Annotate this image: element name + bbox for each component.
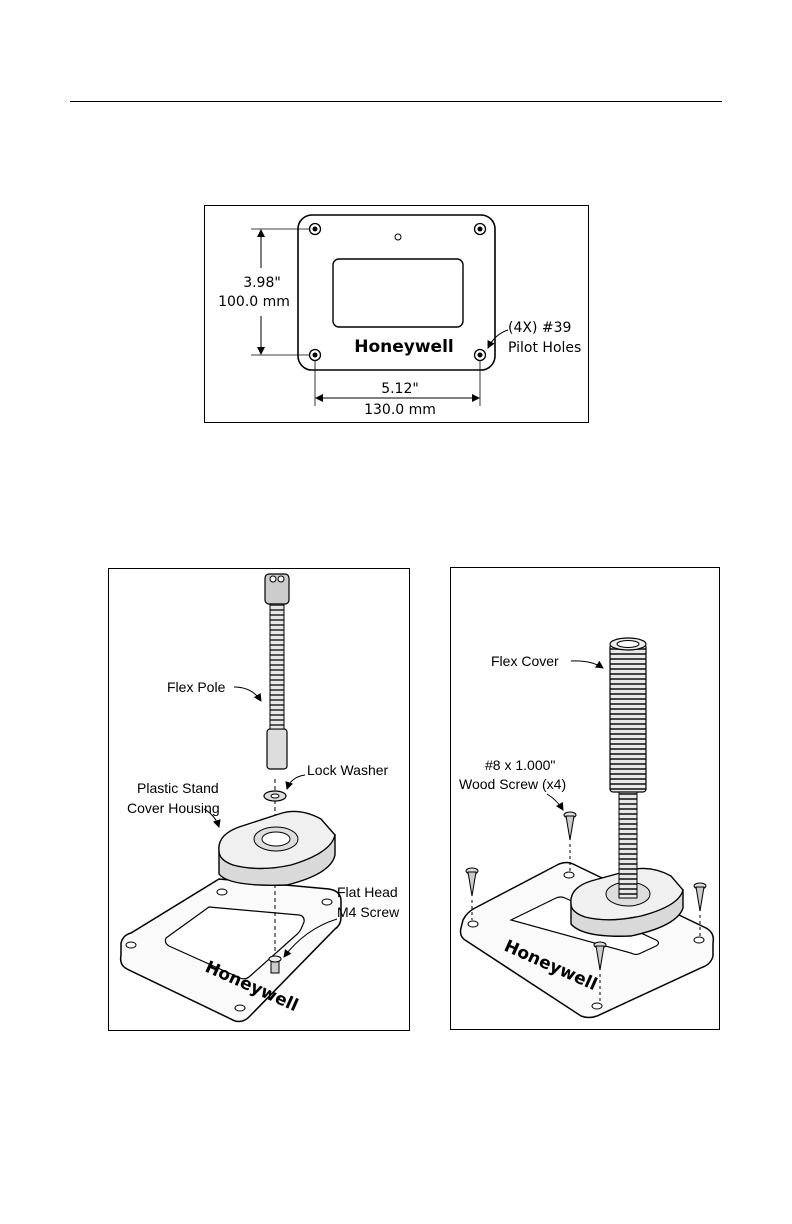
plate-window — [333, 259, 463, 327]
header-rule — [70, 101, 722, 102]
flex-pole-arrow — [234, 687, 261, 701]
mounting-template-figure: Honeywell 3.98" 100.0 mm 5.12" 130.0 mm … — [204, 205, 589, 423]
flex-cover — [610, 644, 646, 792]
screw-label-1: Flat Head — [337, 884, 398, 900]
screw-label-2: M4 Screw — [337, 904, 400, 920]
width-inches: 5.12" — [381, 381, 419, 397]
height-inches: 3.98" — [243, 275, 281, 291]
flex-pole — [270, 599, 284, 729]
wood-screw-label-1: #8 x 1.000" — [485, 757, 555, 773]
wood-screw-label-2: Wood Screw (x4) — [459, 776, 566, 792]
cover-housing-label-2: Cover Housing — [127, 800, 220, 816]
flex-cover-assembly-figure: Honeywell Flex Cover #8 x 1.000" Wood Sc… — [450, 567, 720, 1030]
lock-washer-arrow — [287, 775, 305, 789]
pilot-holes-count: (4X) #39 — [508, 320, 571, 336]
height-mm: 100.0 mm — [218, 294, 290, 310]
flex-cover-arrow — [571, 661, 603, 668]
mounting-template-drawing: Honeywell 3.98" 100.0 mm 5.12" 130.0 mm … — [205, 206, 590, 424]
flex-cover-label: Flex Cover — [491, 653, 559, 669]
flex-pole-assembly-figure: Honeywell Flex Pole Lock Washer Plastic … — [108, 568, 410, 1031]
pilot-holes-label: Pilot Holes — [508, 340, 581, 356]
cover-housing-label-1: Plastic Stand — [137, 780, 219, 796]
flex-pole-assembly-drawing: Honeywell Flex Pole Lock Washer Plastic … — [109, 569, 411, 1032]
center-hole — [395, 234, 401, 240]
flex-cover-assembly-drawing: Honeywell Flex Cover #8 x 1.000" Wood Sc… — [451, 568, 721, 1031]
brand-logo: Honeywell — [354, 337, 454, 357]
lock-washer-label: Lock Washer — [307, 762, 389, 778]
width-mm: 130.0 mm — [364, 402, 436, 418]
flex-pole-label: Flex Pole — [167, 679, 226, 695]
flat-head-screw — [269, 956, 281, 962]
wood-screw-arrow — [547, 794, 563, 810]
